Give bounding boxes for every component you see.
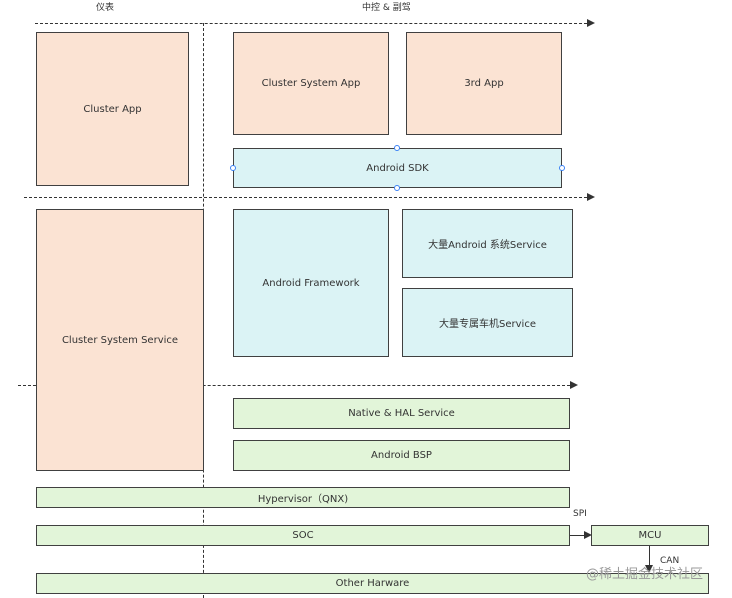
framework-layer-divider-line [18, 385, 570, 386]
cluster-system-service-box: Cluster System Service [36, 209, 204, 471]
framework-layer-divider-arrow-icon [570, 381, 578, 389]
soc-box: SOC [36, 525, 570, 546]
top-divider-line [35, 23, 587, 24]
third-app-box: 3rd App [406, 32, 562, 135]
app-layer-divider-arrow-icon [587, 193, 595, 201]
native-hal-service-box: Native & HAL Service [233, 398, 570, 429]
soc-label: SOC [292, 530, 314, 541]
android-framework-box: Android Framework [233, 209, 389, 357]
android-system-service-box: 大量Android 系统Service [402, 209, 573, 278]
can-connector-line [649, 546, 650, 566]
sdk-left-handle[interactable] [230, 165, 236, 171]
mcu-box: MCU [591, 525, 709, 546]
can-label: CAN [660, 556, 680, 566]
hypervisor-label: Hypervisor（QNX) [257, 494, 349, 505]
android-bsp-box: Android BSP [233, 440, 570, 471]
sdk-bottom-handle[interactable] [394, 185, 400, 191]
app-layer-divider-line [24, 197, 587, 198]
top-divider-arrow-icon [587, 19, 595, 27]
sdk-right-handle[interactable] [559, 165, 565, 171]
android-bsp-label: Android BSP [371, 450, 432, 461]
cluster-system-app-label: Cluster System App [261, 78, 361, 89]
cluster-system-service-label: Cluster System Service [61, 334, 179, 346]
android-framework-label: Android Framework [262, 277, 360, 289]
cluster-section-label: 仪表 [96, 3, 115, 13]
sdk-top-handle[interactable] [394, 145, 400, 151]
center-section-label: 中控 & 副驾 [362, 3, 411, 13]
other-hardware-box: Other Harware [36, 573, 709, 594]
spi-label: SPI [573, 509, 587, 519]
vehicle-service-label: 大量专属车机Service [439, 319, 536, 330]
native-hal-service-label: Native & HAL Service [348, 408, 455, 419]
cluster-app-box: Cluster App [36, 32, 189, 186]
vehicle-service-box: 大量专属车机Service [402, 288, 573, 357]
spi-arrow-icon [584, 531, 592, 539]
other-hardware-label: Other Harware [335, 578, 410, 589]
mcu-label: MCU [638, 530, 662, 541]
third-app-label: 3rd App [464, 78, 504, 89]
spi-connector-line [570, 535, 584, 536]
can-arrow-icon [645, 565, 653, 573]
android-sdk-label: Android SDK [366, 162, 429, 174]
android-system-service-label: 大量Android 系统Service [428, 240, 547, 251]
cluster-app-label: Cluster App [83, 103, 142, 115]
android-sdk-box[interactable]: Android SDK [233, 148, 562, 188]
cluster-system-app-box: Cluster System App [233, 32, 389, 135]
hypervisor-box: Hypervisor（QNX) [36, 487, 570, 508]
watermark-text: @稀土掘金技术社区 [586, 567, 704, 582]
